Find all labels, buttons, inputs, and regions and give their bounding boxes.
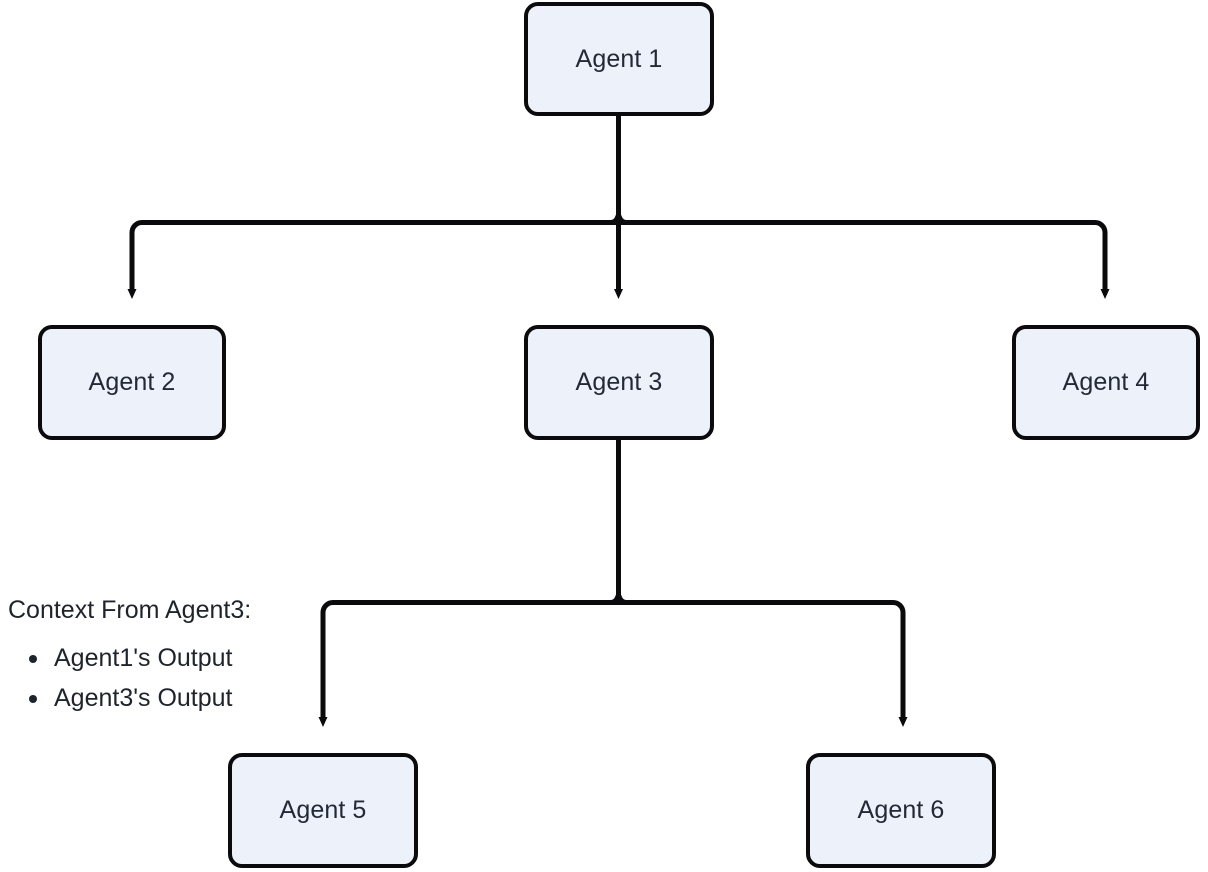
node-agent-5-label: Agent 5 (279, 796, 367, 824)
list-item: Agent3's Output (16, 678, 233, 718)
node-agent-1[interactable]: Agent 1 (524, 2, 714, 116)
edge-agent3-to-agent6 (892, 600, 908, 727)
edge-agent1-to-agent4 (1094, 220, 1110, 299)
node-agent-3-label: Agent 3 (575, 368, 663, 396)
node-agent-1-label: Agent 1 (575, 44, 663, 73)
edge-level1-bar-left (610, 214, 621, 225)
node-agent-2[interactable]: Agent 2 (38, 325, 226, 440)
node-agent-4[interactable]: Agent 4 (1012, 325, 1200, 440)
node-agent-6[interactable]: Agent 6 (806, 753, 996, 868)
list-item: Agent1's Output (16, 638, 233, 678)
node-agent-2-label: Agent 2 (88, 368, 176, 396)
node-agent-5[interactable]: Agent 5 (228, 753, 418, 868)
node-agent-6-label: Agent 6 (857, 796, 945, 824)
edge-level2-bar-left (610, 594, 621, 605)
edge-level2-bar-right (616, 594, 627, 605)
edge-agent3-to-agent5 (318, 600, 334, 727)
context-annotation-list: Agent1's Output Agent3's Output (16, 638, 233, 718)
context-annotation-title: Context From Agent3: (8, 596, 252, 624)
node-agent-4-label: Agent 4 (1062, 368, 1150, 396)
node-agent-3[interactable]: Agent 3 (524, 325, 714, 440)
edge-agent1-to-agent2 (127, 220, 143, 299)
edge-level1-bar-right (616, 214, 627, 225)
